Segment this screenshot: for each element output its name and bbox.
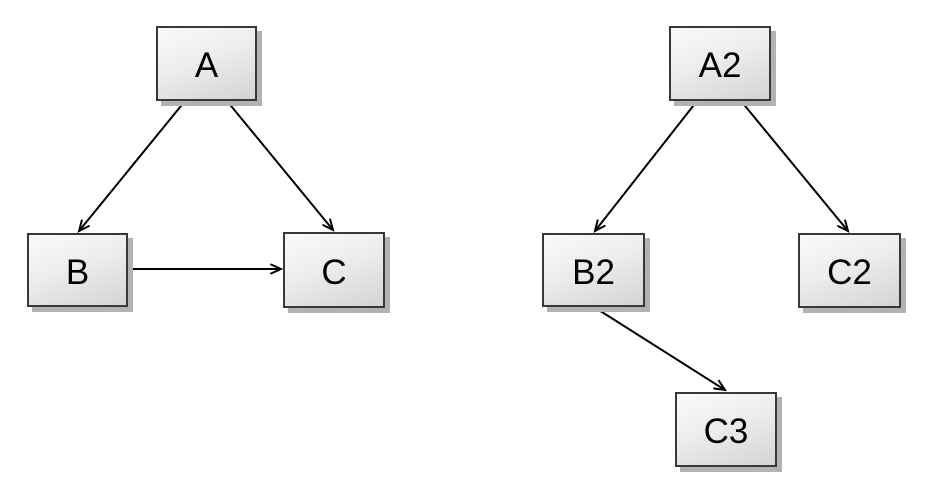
node-label: B <box>65 252 90 292</box>
edge-A-B[interactable] <box>77 100 186 233</box>
edge-A2-C2[interactable] <box>740 100 850 233</box>
edge-A-C[interactable] <box>226 100 335 232</box>
node-B[interactable]: B <box>27 233 128 307</box>
edge-A2-B2[interactable] <box>593 100 698 233</box>
node-B2[interactable]: B2 <box>542 233 645 307</box>
node-label: C3 <box>703 412 749 451</box>
node-label: A2 <box>698 46 742 85</box>
node-label: A <box>194 46 219 85</box>
node-C2[interactable]: C2 <box>798 233 901 308</box>
edge-B2-C3[interactable] <box>593 306 728 392</box>
node-label: B2 <box>572 252 615 292</box>
node-label: C2 <box>827 253 872 292</box>
node-C[interactable]: C <box>283 232 385 308</box>
node-C3[interactable]: C3 <box>675 392 777 467</box>
node-A[interactable]: A <box>156 26 257 101</box>
node-A2[interactable]: A2 <box>669 26 771 101</box>
node-label: C <box>321 252 347 292</box>
